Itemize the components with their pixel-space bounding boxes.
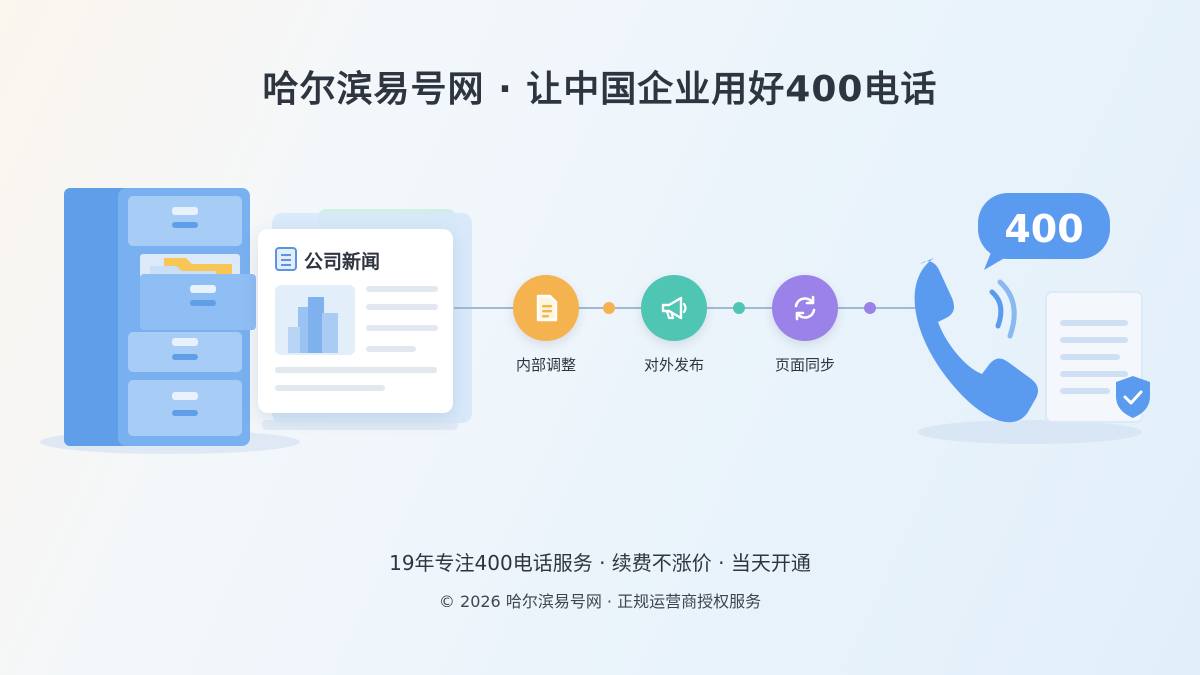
step-label: 内部调整 (515, 356, 576, 374)
connector-dot (864, 302, 876, 314)
step-label: 对外发布 (643, 356, 704, 374)
connector-dot (603, 302, 615, 314)
step-publish-node (641, 275, 707, 341)
news-card-content (275, 285, 438, 391)
speech-bubble (978, 193, 1110, 270)
newspaper-icon (275, 247, 297, 271)
megaphone-icon (661, 296, 687, 320)
connector-dot (733, 302, 745, 314)
page-headline: 哈尔滨易号网 · 让中国企业用好400电话 (262, 69, 938, 110)
news-card-title: 公司新闻 (304, 251, 381, 273)
document-icon (536, 294, 558, 322)
sync-icon (794, 295, 816, 321)
step-internal-adjust-node (513, 275, 579, 341)
footer-copyright: © 2026 哈尔滨易号网 · 正规运营商授权服务 (438, 592, 762, 611)
company-news-card: 公司新闻 (258, 229, 453, 413)
phone-handset-icon (914, 258, 1038, 423)
shield-check-icon (1116, 376, 1150, 418)
footer-tagline: 19年专注400电话服务 · 续费不涨价 · 当天开通 (389, 551, 811, 575)
phone-bubble-text: 400 (1004, 207, 1084, 251)
step-label: 页面同步 (774, 356, 835, 374)
file-cabinet-illustration (64, 188, 256, 446)
step-sync-node (772, 275, 838, 341)
